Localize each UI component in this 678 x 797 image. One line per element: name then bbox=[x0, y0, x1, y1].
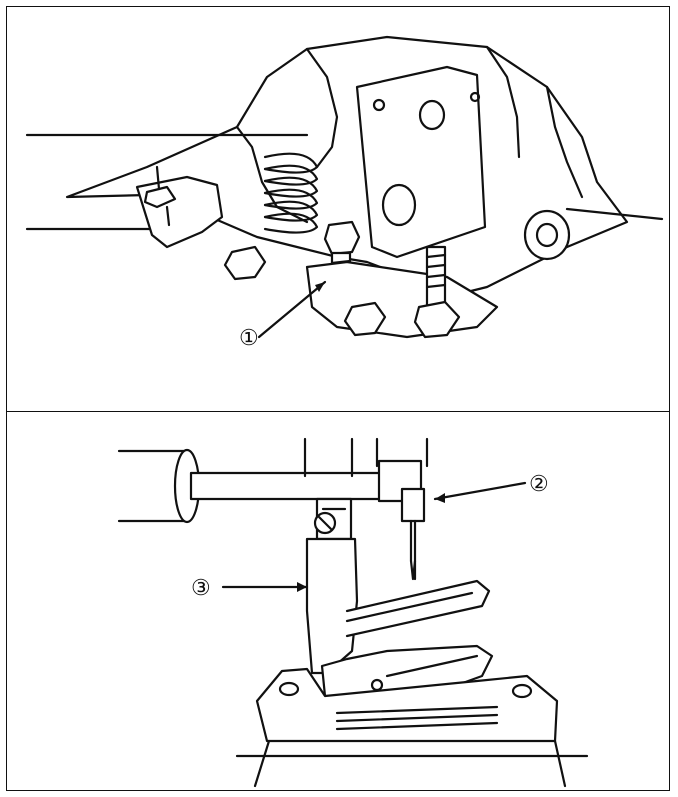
nut-left bbox=[223, 245, 267, 281]
top-panel: ① bbox=[7, 7, 669, 412]
callout-leader-2 bbox=[433, 481, 527, 501]
presser-foot-shank bbox=[305, 537, 359, 675]
bottom-illustration: ② ③ bbox=[117, 437, 589, 788]
holder-block bbox=[355, 65, 487, 259]
nut-bottom bbox=[343, 301, 387, 337]
bottom-panel: ② ③ bbox=[7, 411, 669, 790]
reference-line bbox=[565, 207, 664, 221]
callout-leader-1 bbox=[257, 280, 327, 339]
foot-toe bbox=[345, 579, 491, 638]
callout-1-label: ① bbox=[239, 326, 259, 351]
roller bbox=[523, 209, 571, 261]
lower-bracket bbox=[305, 260, 499, 339]
callout-2-label: ② bbox=[529, 472, 549, 497]
nut-right bbox=[413, 300, 461, 339]
spring bbox=[263, 152, 319, 234]
adjusting-nut bbox=[323, 220, 361, 256]
top-illustration: ① bbox=[25, 35, 664, 351]
callout-3-label: ③ bbox=[191, 576, 211, 601]
figure-frame: ① bbox=[6, 6, 670, 791]
left-bracket bbox=[135, 175, 224, 249]
